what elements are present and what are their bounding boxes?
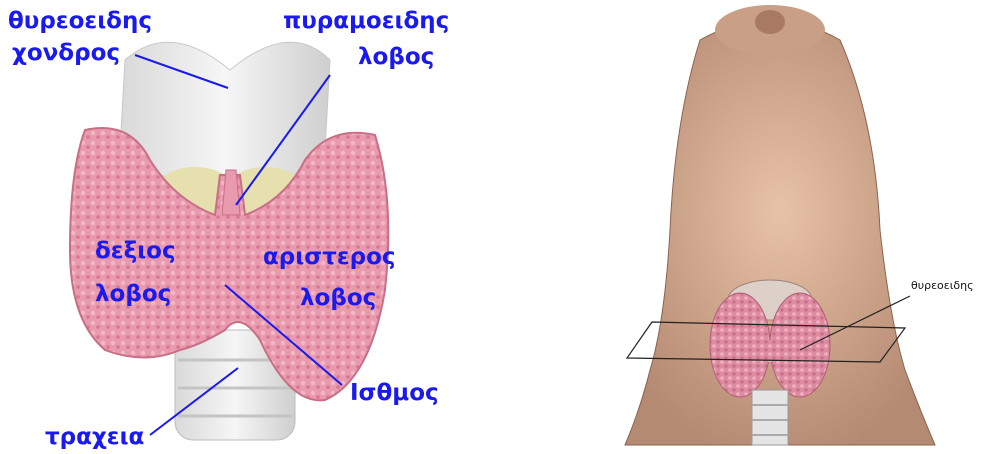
label-neck-thyroid: θυρεοειδης: [911, 280, 974, 291]
neck-trachea: [752, 390, 788, 445]
